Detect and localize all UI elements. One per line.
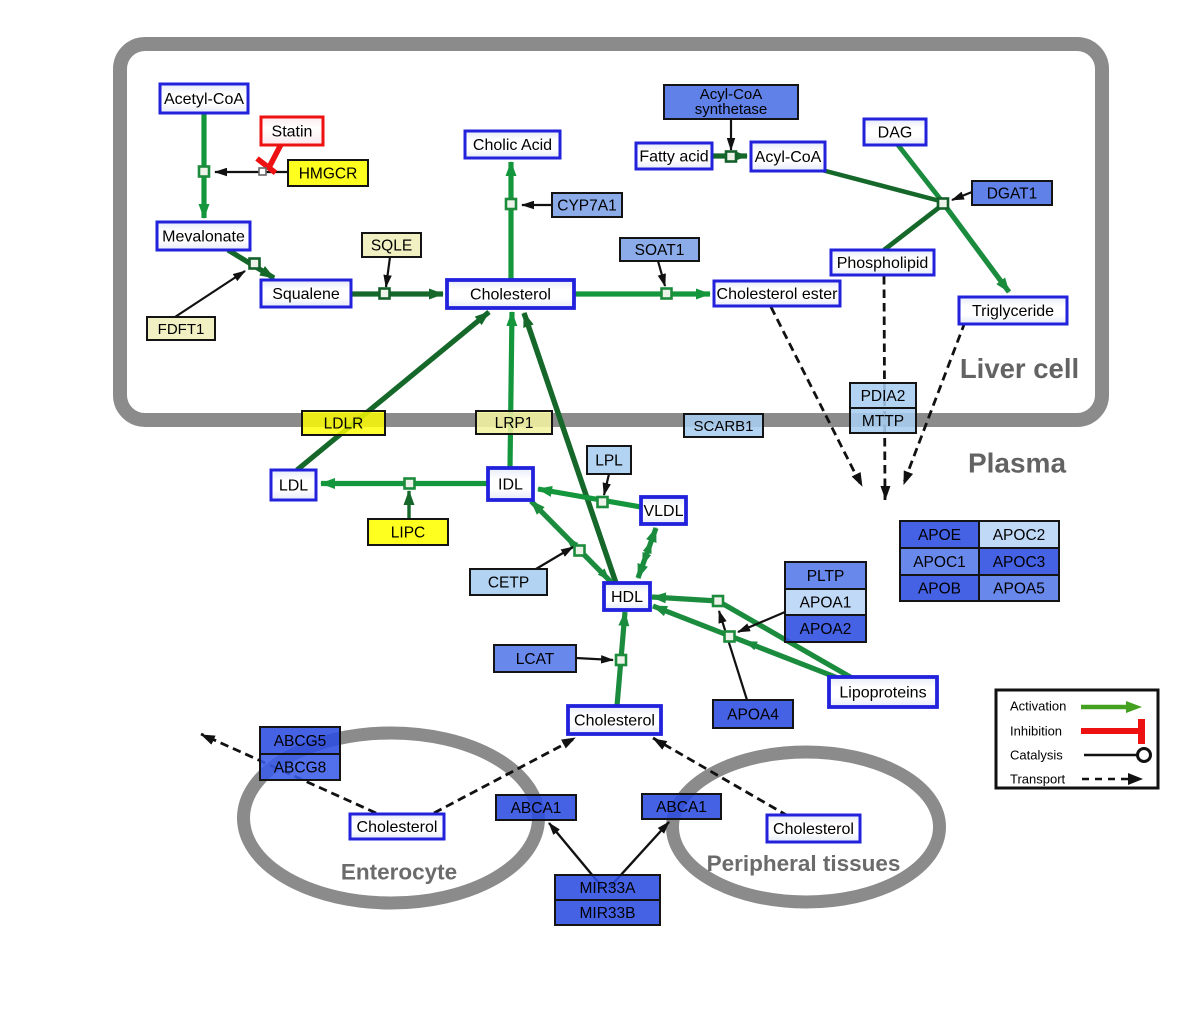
svg-text:LRP1: LRP1 (495, 415, 534, 432)
svg-text:Fatty acid: Fatty acid (639, 149, 708, 166)
svg-text:DAG: DAG (878, 125, 913, 142)
svg-text:APOC3: APOC3 (993, 554, 1046, 571)
svg-text:APOC2: APOC2 (993, 527, 1046, 544)
svg-text:Lipoproteins: Lipoproteins (839, 685, 926, 702)
svg-text:HMGCR: HMGCR (299, 165, 358, 182)
svg-text:Acyl-CoA: Acyl-CoA (700, 86, 763, 103)
svg-text:Squalene: Squalene (272, 286, 340, 303)
svg-text:ABCA1: ABCA1 (511, 800, 562, 817)
svg-text:LCAT: LCAT (516, 651, 555, 668)
svg-text:LPL: LPL (595, 452, 623, 469)
svg-text:SQLE: SQLE (371, 237, 412, 254)
svg-text:LDLR: LDLR (324, 415, 364, 432)
svg-text:SCARB1: SCARB1 (693, 418, 753, 435)
svg-text:APOA1: APOA1 (800, 594, 852, 611)
svg-text:Phospholipid: Phospholipid (837, 255, 929, 272)
svg-text:APOE: APOE (918, 527, 961, 544)
svg-text:DGAT1: DGAT1 (987, 185, 1038, 202)
svg-text:LIPC: LIPC (391, 524, 425, 541)
svg-text:MIR33B: MIR33B (580, 905, 636, 922)
svg-text:Transport: Transport (1010, 772, 1066, 787)
svg-text:Cholesterol: Cholesterol (357, 819, 438, 836)
svg-text:APOA5: APOA5 (993, 580, 1045, 597)
svg-text:Activation: Activation (1010, 699, 1066, 714)
svg-text:CYP7A1: CYP7A1 (557, 197, 616, 214)
svg-text:APOA2: APOA2 (800, 621, 852, 638)
svg-text:Cholesterol: Cholesterol (470, 287, 551, 304)
svg-text:Acetyl-CoA: Acetyl-CoA (164, 91, 244, 108)
svg-text:Enterocyte: Enterocyte (341, 860, 457, 885)
svg-text:Acyl-CoA: Acyl-CoA (755, 149, 822, 166)
svg-text:VLDL: VLDL (643, 503, 683, 520)
svg-text:PDIA2: PDIA2 (861, 388, 906, 405)
svg-text:Triglyceride: Triglyceride (972, 303, 1054, 320)
svg-text:Peripheral tissues: Peripheral tissues (707, 851, 901, 876)
svg-text:Liver cell: Liver cell (960, 353, 1079, 384)
svg-text:Mevalonate: Mevalonate (162, 229, 245, 246)
svg-text:ABCG5: ABCG5 (274, 733, 327, 750)
svg-text:Statin: Statin (272, 124, 313, 141)
svg-text:Cholic Acid: Cholic Acid (473, 137, 552, 154)
svg-text:HDL: HDL (611, 589, 643, 606)
svg-text:SOAT1: SOAT1 (635, 242, 685, 259)
svg-text:ABCA1: ABCA1 (656, 799, 707, 816)
svg-text:LDL: LDL (279, 478, 308, 495)
svg-text:IDL: IDL (498, 477, 523, 494)
svg-text:PLTP: PLTP (807, 568, 845, 585)
svg-text:MIR33A: MIR33A (580, 880, 637, 897)
svg-text:Inhibition: Inhibition (1010, 724, 1062, 739)
svg-text:FDFT1: FDFT1 (158, 321, 205, 338)
svg-text:APOB: APOB (918, 580, 961, 597)
svg-text:Cholesterol: Cholesterol (574, 713, 655, 730)
svg-text:ABCG8: ABCG8 (274, 759, 327, 776)
svg-text:CETP: CETP (488, 574, 529, 591)
svg-text:APOC1: APOC1 (913, 554, 966, 571)
svg-text:Cholesterol ester: Cholesterol ester (717, 286, 839, 303)
svg-text:Catalysis: Catalysis (1010, 748, 1063, 763)
svg-text:Plasma: Plasma (968, 448, 1066, 479)
svg-text:Cholesterol: Cholesterol (773, 821, 854, 838)
svg-text:synthetase: synthetase (695, 101, 768, 118)
svg-text:MTTP: MTTP (862, 413, 904, 430)
svg-text:APOA4: APOA4 (727, 706, 779, 723)
